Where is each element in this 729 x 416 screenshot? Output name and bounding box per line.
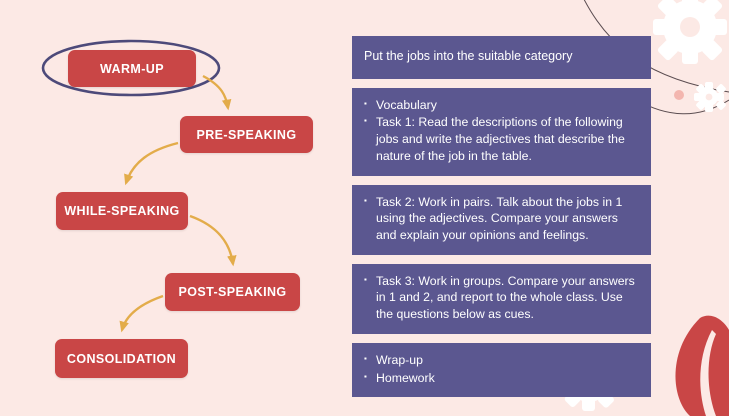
panel-box-wrapup-homework: Wrap-up Homework — [352, 342, 651, 398]
list-item: Wrap-up — [364, 351, 639, 369]
leaf-shape-bottom-right — [675, 315, 729, 416]
flow-node-post-speaking[interactable]: POST-SPEAKING — [165, 273, 300, 311]
arrow-pre-to-while — [124, 141, 179, 186]
list-item: Homework — [364, 369, 639, 387]
arrow-post-to-consolidation — [119, 294, 164, 333]
arrow-while-to-post — [189, 214, 237, 267]
arrow-warmup-to-pre — [202, 74, 232, 111]
flow-node-consolidation[interactable]: CONSOLIDATION — [55, 339, 188, 378]
activities-panel: Put the jobs into the suitable category … — [352, 36, 651, 406]
panel-box-vocabulary-task1: Vocabulary Task 1: Read the descriptions… — [352, 87, 651, 176]
list-item: Task 2: Work in pairs. Talk about the jo… — [364, 192, 639, 244]
dot-decoration-right — [674, 90, 684, 100]
warmup-highlight-ellipse — [41, 39, 221, 97]
flow-connectors — [41, 39, 237, 333]
bullet-list: Wrap-up Homework — [364, 351, 639, 387]
panel-title-box: Put the jobs into the suitable category — [352, 36, 651, 79]
lesson-flow-diagram: WARM-UP PRE-SPEAKING WHILE-SPEAKING POST… — [0, 0, 345, 416]
list-item: Vocabulary — [364, 96, 639, 114]
panel-box-task2: Task 2: Work in pairs. Talk about the jo… — [352, 184, 651, 255]
flow-node-while-speaking[interactable]: WHILE-SPEAKING — [56, 192, 188, 230]
flow-node-pre-speaking[interactable]: PRE-SPEAKING — [180, 116, 313, 153]
bullet-list: Task 3: Work in groups. Compare your ans… — [364, 272, 639, 323]
bullet-list: Task 2: Work in pairs. Talk about the jo… — [364, 192, 639, 244]
panel-box-task3: Task 3: Work in groups. Compare your ans… — [352, 263, 651, 334]
gear-icon-small-right — [694, 82, 726, 112]
flow-node-warm-up[interactable]: WARM-UP — [68, 50, 196, 87]
panel-title-text: Put the jobs into the suitable category — [364, 49, 573, 63]
gear-icon-large — [653, 0, 727, 64]
bullet-list: Vocabulary Task 1: Read the descriptions… — [364, 96, 639, 165]
list-item: Task 1: Read the descriptions of the fol… — [364, 113, 639, 164]
list-item: Task 3: Work in groups. Compare your ans… — [364, 272, 639, 323]
